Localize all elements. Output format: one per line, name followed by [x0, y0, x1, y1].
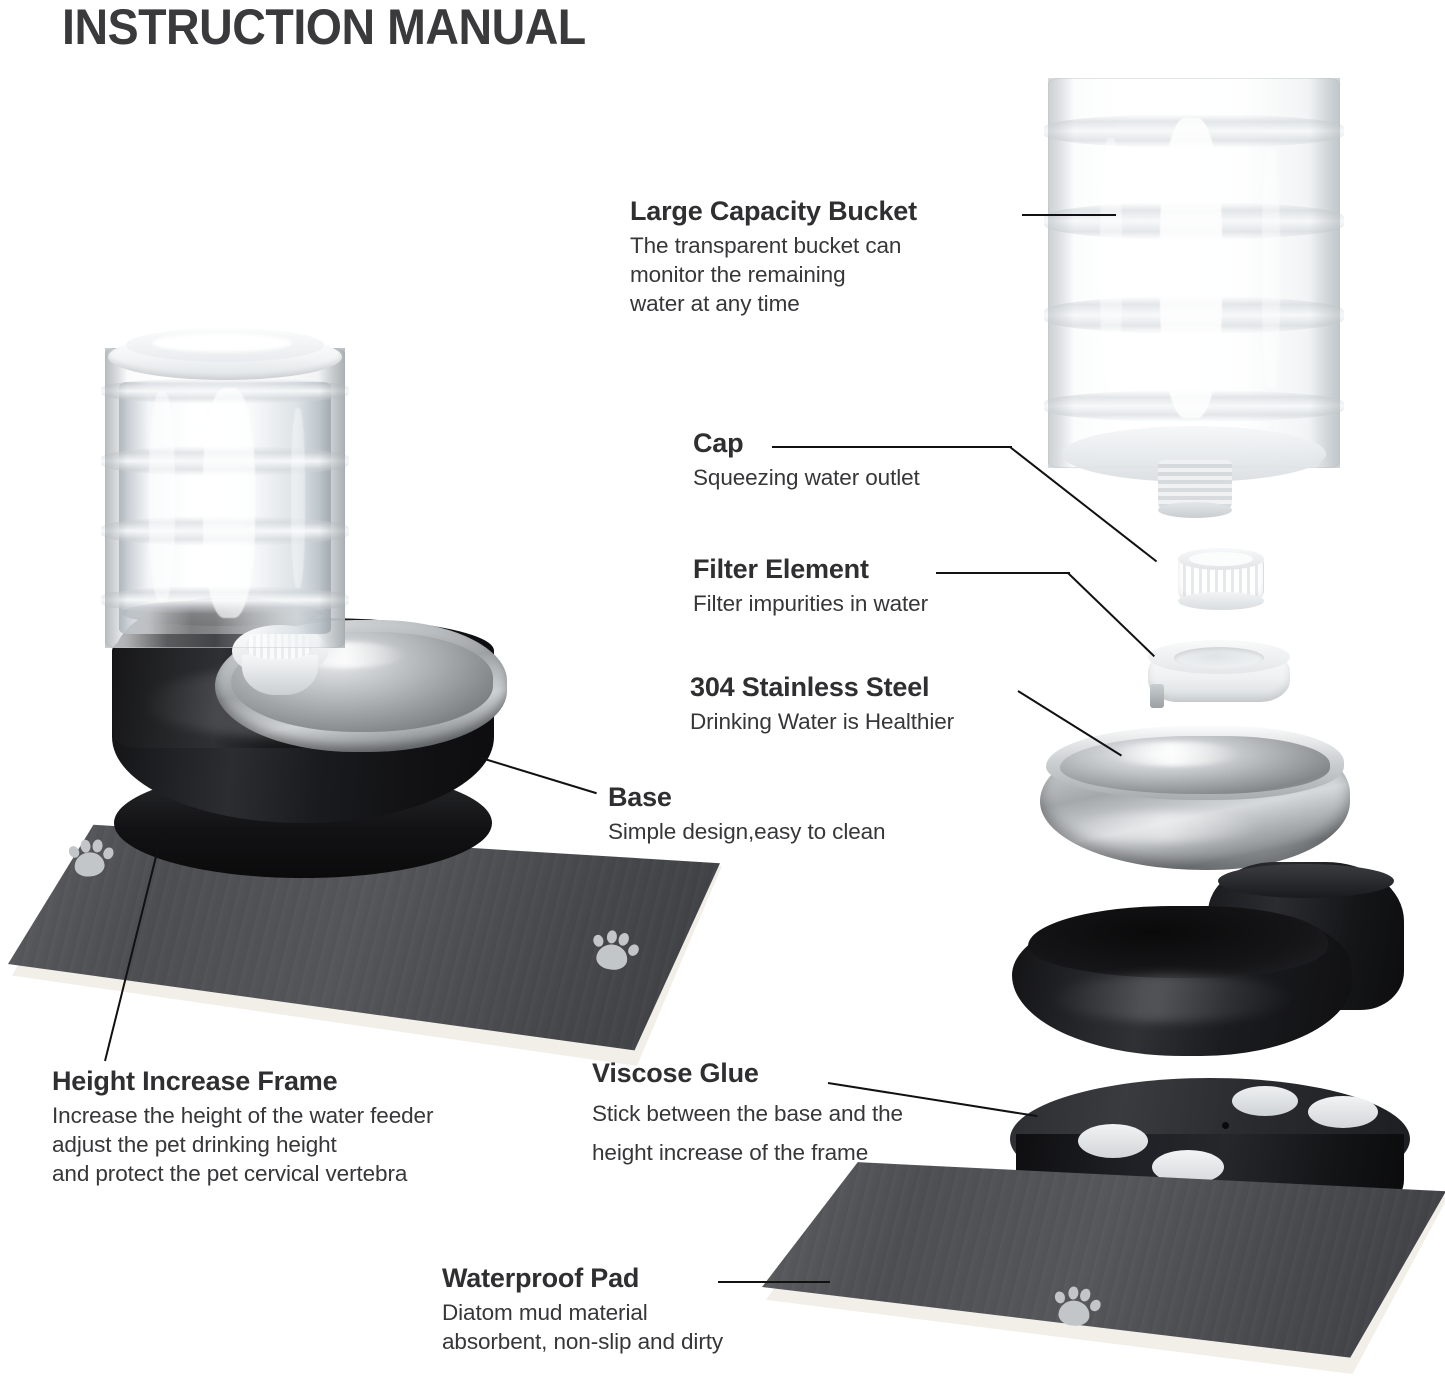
callout-description: Stick between the base and the height in… [592, 1101, 903, 1166]
exploded-waterproof-pad [762, 1158, 1445, 1380]
page-title: INSTRUCTION MANUAL [62, 0, 586, 55]
assembled-unit-illustration [0, 328, 760, 1066]
callout-cap: Cap Squeezing water outlet [693, 428, 920, 493]
leader-line-waterproof-pad [718, 1281, 830, 1283]
callout-heading: Waterproof Pad [442, 1263, 640, 1293]
exploded-base [1012, 862, 1404, 1074]
callout-heading: 304 Stainless Steel [690, 672, 930, 702]
callout-heading: Height Increase Frame [52, 1066, 338, 1096]
callout-height-increase-frame: Height Increase Frame Increase the heigh… [52, 1066, 433, 1188]
exploded-steel-bowl [1040, 726, 1350, 874]
viscose-glue-pad [1232, 1086, 1298, 1116]
viscose-glue-pad [1078, 1124, 1148, 1158]
leader-line-filter-diagonal [1067, 572, 1156, 658]
callout-description: The transparent bucket can monitor the r… [630, 233, 902, 316]
callout-description: Simple design,easy to clean [608, 819, 886, 845]
paw-print-icon [585, 927, 646, 979]
leader-line-filter [936, 572, 1070, 574]
paw-print-icon [1048, 1284, 1108, 1335]
callout-description: Squeezing water outlet [693, 465, 920, 491]
callout-description: Increase the height of the water feeder … [52, 1103, 434, 1186]
callout-large-capacity-bucket: Large Capacity Bucket The transparent bu… [630, 196, 917, 318]
callout-description: Filter impurities in water [693, 591, 928, 617]
callout-filter-element: Filter Element Filter impurities in wate… [693, 554, 928, 619]
callout-heading: Cap [693, 428, 744, 458]
exploded-bucket [1043, 78, 1345, 518]
callout-heading: Large Capacity Bucket [630, 196, 917, 226]
assembled-bottle-top-cap [108, 328, 342, 386]
callout-heading: Base [608, 782, 672, 812]
leader-line-cap [772, 446, 1012, 448]
viscose-glue-pad [1308, 1096, 1378, 1128]
callout-viscose-glue: Viscose Glue Stick between the base and … [592, 1058, 903, 1173]
callout-base: Base Simple design,easy to clean [608, 782, 886, 847]
callout-stainless-steel: 304 Stainless Steel Drinking Water is He… [690, 672, 954, 737]
callout-waterproof-pad: Waterproof Pad Diatom mud material absor… [442, 1263, 723, 1357]
callout-heading: Filter Element [693, 554, 869, 584]
callout-heading: Viscose Glue [592, 1058, 759, 1088]
exploded-cap [1178, 548, 1264, 610]
leader-line-bucket [1022, 214, 1116, 216]
assembled-water-bottle [101, 348, 349, 648]
exploded-filter-element [1148, 640, 1290, 712]
callout-description: Drinking Water is Healthier [690, 709, 955, 735]
callout-description: Diatom mud material absorbent, non-slip … [442, 1300, 724, 1354]
